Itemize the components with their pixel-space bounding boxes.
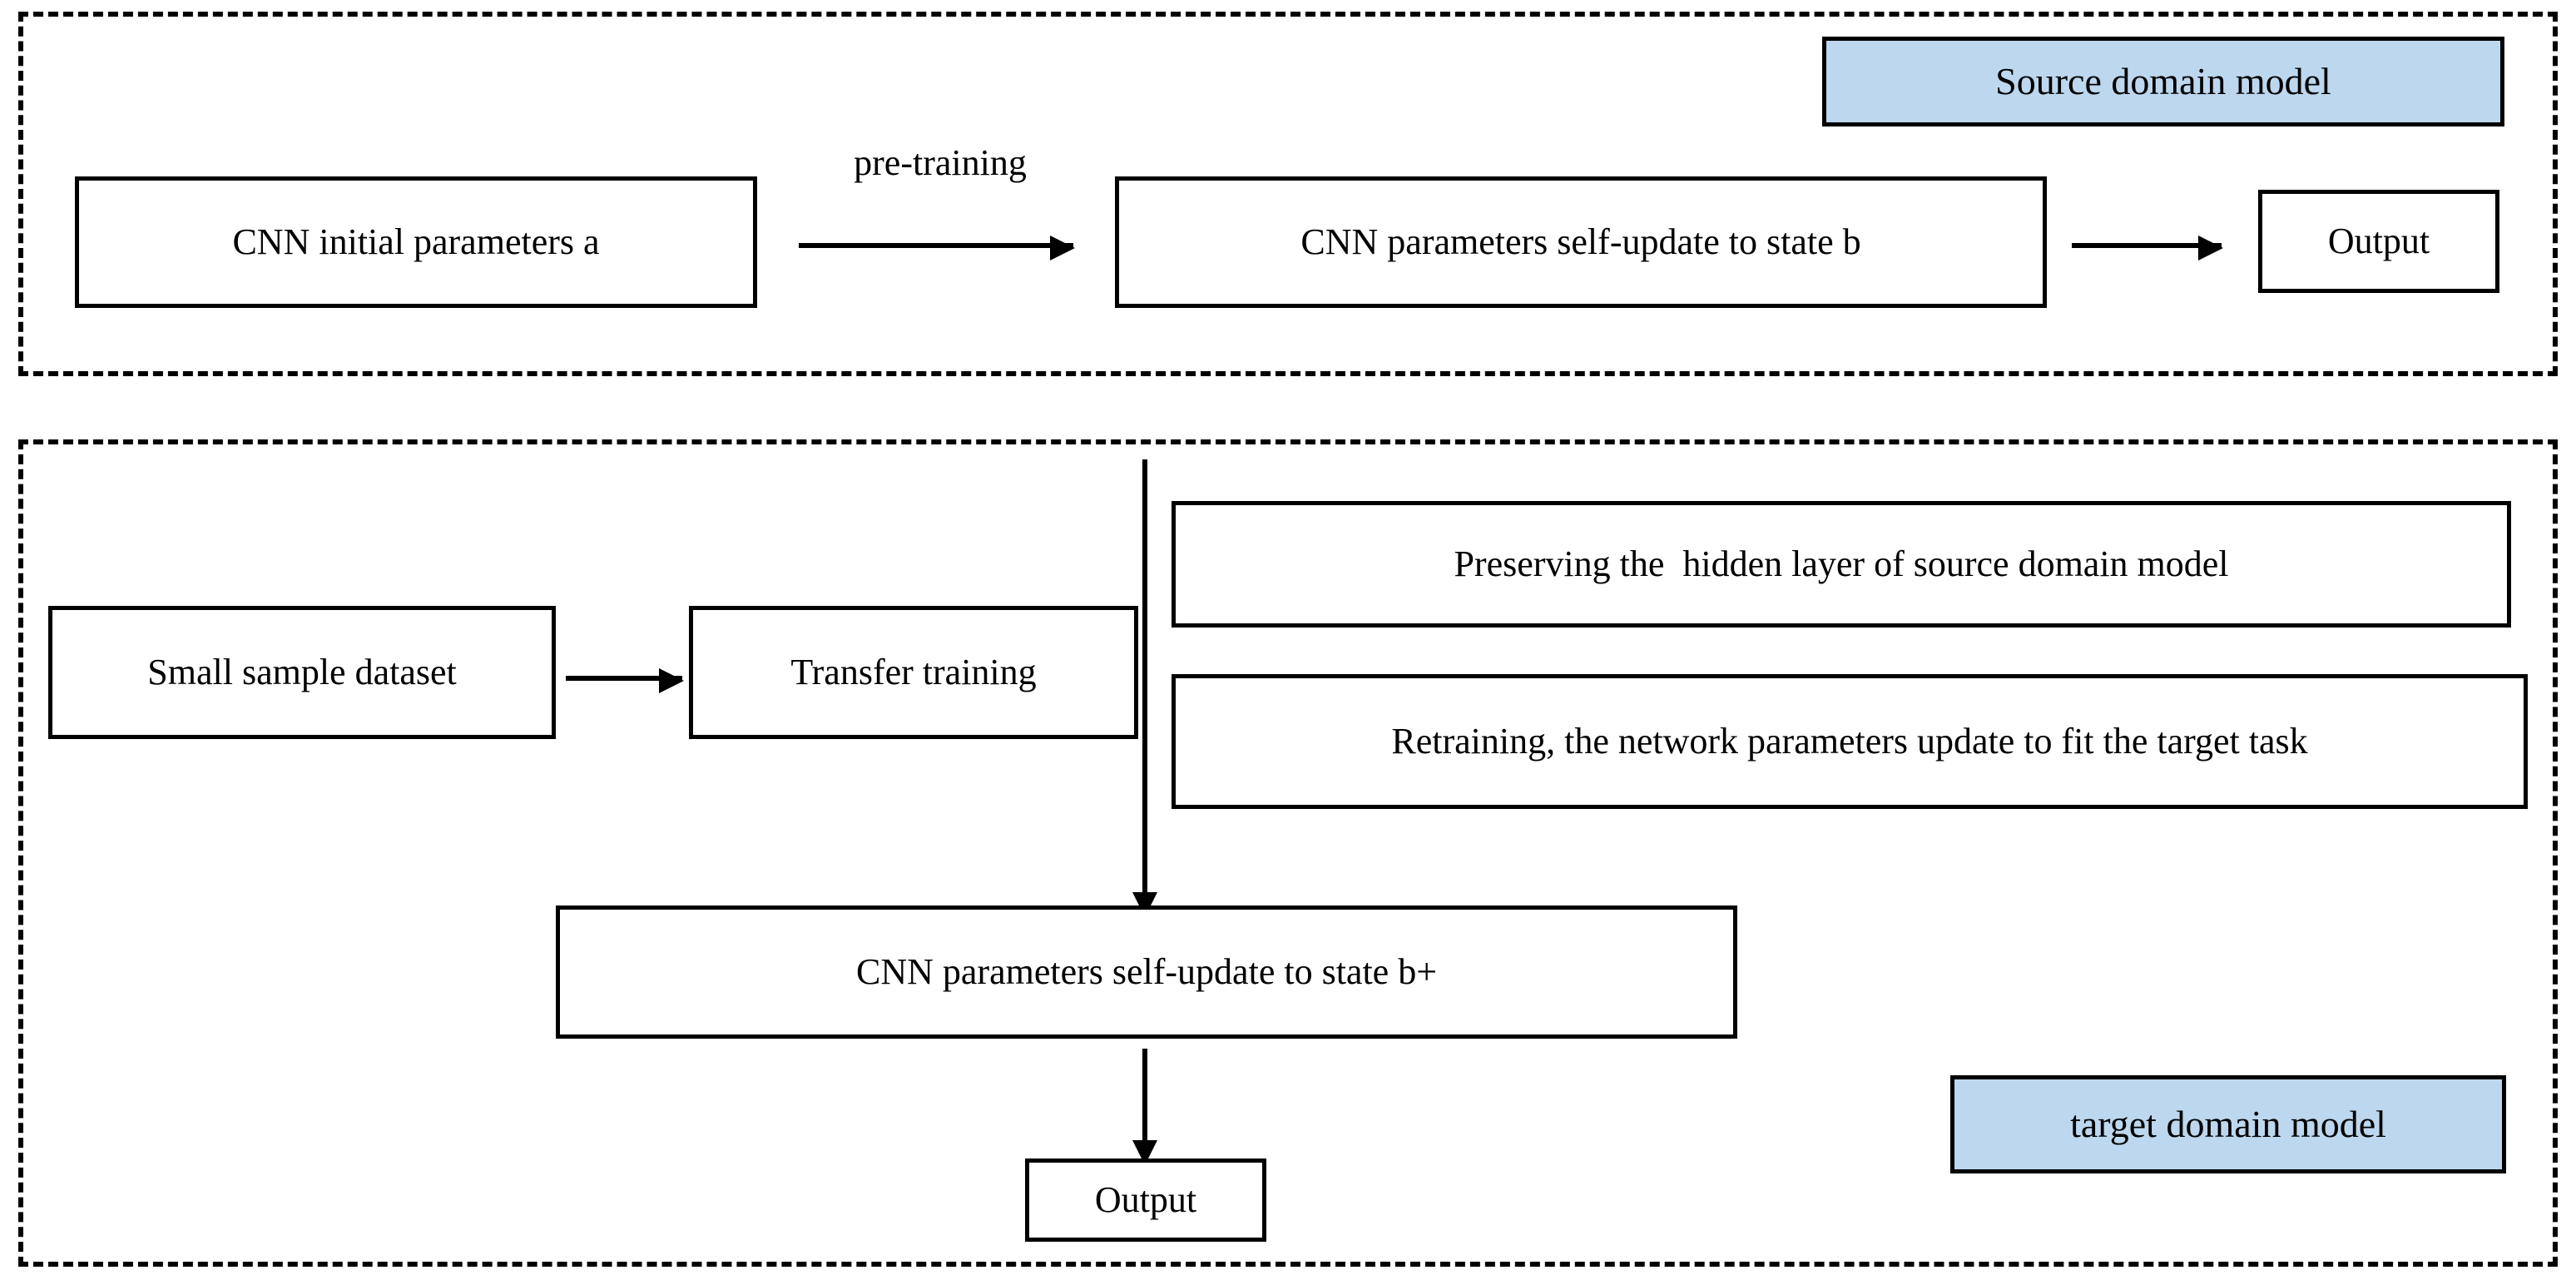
cnn-self-update-state-b-box: CNN parameters self-update to state b [1115, 176, 2047, 308]
transfer-training-box: Transfer training [689, 606, 1138, 739]
cnn-self-update-state-bplus-box: CNN parameters self-update to state b+ [556, 905, 1737, 1039]
dataset-to-transfer-arrow [566, 668, 684, 693]
preserve-hidden-layer-box: Preserving the hidden layer of source do… [1172, 501, 2511, 628]
transfer-to-state-bplus-arrow [1132, 459, 1157, 917]
pre-training-label: pre-training [854, 142, 1027, 183]
source-domain-section [18, 12, 2558, 376]
cnn-initial-parameters-box: CNN initial parameters a [75, 176, 757, 308]
target-output-box: Output [1025, 1158, 1266, 1242]
source-domain-model-badge: Source domain model [1822, 37, 2504, 127]
target-domain-model-badge: target domain model [1950, 1075, 2506, 1173]
state-bplus-to-output-arrow [1132, 1049, 1157, 1165]
source-output-box: Output [2258, 190, 2499, 293]
pre-training-arrow [799, 236, 1075, 260]
target-domain-section [18, 439, 2558, 1267]
retraining-box: Retraining, the network parameters updat… [1172, 674, 2528, 809]
small-sample-dataset-box: Small sample dataset [48, 606, 556, 739]
state-b-to-output-arrow [2072, 236, 2223, 260]
